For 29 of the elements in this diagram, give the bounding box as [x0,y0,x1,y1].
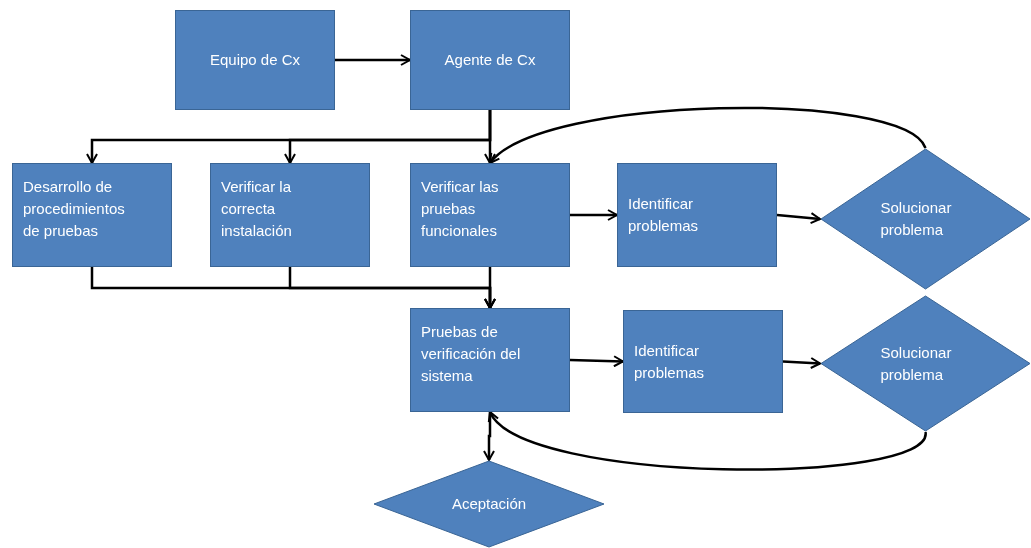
arrow [489,107,927,164]
node-label: Aceptación [451,494,527,515]
node-label: Solucionar problema [880,198,953,240]
node-label: Equipo de Cx [209,50,301,71]
arrow [335,54,411,66]
process-box [410,10,570,110]
process-box [12,163,172,267]
node-label: Verificar las pruebas funcionales [421,177,500,241]
node-label: Solucionar problema [880,342,953,385]
arrow [569,355,624,368]
process-box [623,310,783,413]
arrow [484,110,496,164]
arrow [782,357,821,369]
process-box [210,163,370,267]
process-box [410,308,570,412]
arrow [483,412,495,461]
arrow [489,411,927,471]
node-label: Agente de Cx [444,50,536,71]
node-label: Desarrollo de procedimientos de pruebas [23,177,126,241]
node-label: Pruebas de verificación del sistema [421,322,522,386]
process-box [410,163,570,267]
node-label: Identificar problemas [634,340,706,383]
arrow [484,267,496,309]
node-label: Identificar problemas [628,194,700,236]
process-box [175,10,335,110]
process-box [617,163,777,267]
arrow [776,212,821,225]
arrow [570,209,618,221]
node-label: Verificar la correcta instalación [221,177,293,241]
